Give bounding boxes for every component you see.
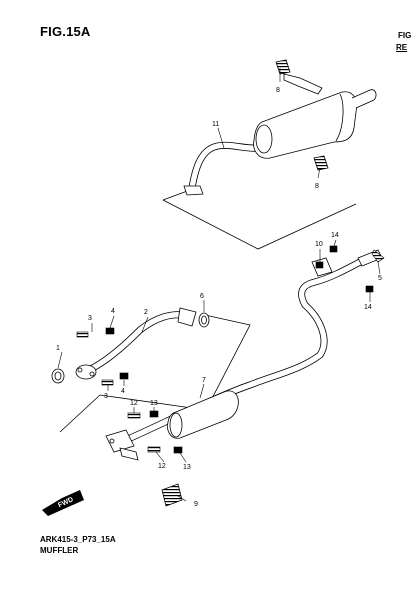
main-exhaust-assembly — [51, 249, 383, 507]
center-muffler-body — [167, 390, 239, 439]
adjacent-reference-label: RE — [396, 43, 408, 52]
bolt-12-lower — [147, 446, 161, 453]
bolt-3-upper — [76, 331, 89, 338]
rear-muffler-assembly — [162, 59, 377, 250]
callout-13-lower: 13 — [183, 464, 191, 471]
forward-arrow-icon: FWD — [42, 490, 84, 516]
callout-11: 11 — [212, 121, 219, 128]
center-pipe-front-flange — [105, 429, 135, 453]
callout-10: 10 — [315, 241, 323, 248]
callout-numbers: 11 8 8 2 3 4 1 3 4 6 7 12 13 12 13 9 10 … — [56, 87, 382, 508]
callout-4-lower: 4 — [121, 388, 125, 395]
callout-6: 6 — [200, 293, 204, 300]
rubber-mount-upper — [275, 59, 291, 75]
adjacent-figure-label: FIG — [398, 31, 412, 40]
callout-12-lower: 12 — [158, 463, 166, 470]
tail-pipe-tip — [351, 89, 377, 109]
callout-14-lower: 14 — [364, 304, 372, 311]
callout-9: 9 — [194, 501, 198, 508]
callout-1: 1 — [56, 345, 60, 352]
bolt-12-upper — [127, 412, 141, 419]
callout-8-upper: 8 — [276, 87, 280, 94]
callout-3-upper: 3 — [88, 315, 92, 322]
callout-14-upper: 14 — [331, 232, 339, 239]
nut-14-lower — [365, 285, 374, 293]
tail-pipe-flange — [183, 185, 204, 196]
callout-3-lower: 3 — [104, 393, 108, 400]
nut-13-upper — [149, 410, 159, 418]
figure-title: FIG.15A — [40, 24, 91, 39]
bolt-3-lower — [101, 379, 114, 386]
diagram-caption: MUFFLER — [40, 546, 79, 555]
leader-lines — [57, 68, 381, 502]
tail-inlet-pipe — [188, 141, 263, 189]
diagram-code: ARK415-3_P73_15A — [40, 535, 116, 544]
nut-10 — [315, 261, 324, 269]
nut-4-upper — [105, 327, 115, 335]
callout-8-lower: 8 — [315, 183, 319, 190]
callout-4-upper: 4 — [111, 308, 115, 315]
nut-14-upper — [329, 245, 338, 253]
nut-4-lower — [119, 372, 129, 380]
callout-2: 2 — [144, 309, 148, 316]
callout-7: 7 — [202, 377, 206, 384]
front-pipe-outlet-flange — [177, 307, 197, 327]
nut-13-lower — [173, 446, 183, 454]
callout-5: 5 — [378, 275, 382, 282]
callout-12-upper: 12 — [130, 400, 138, 407]
rubber-hanger-9 — [161, 483, 183, 507]
assembly-plane-outline — [162, 199, 357, 250]
rubber-mount-lower — [313, 155, 329, 171]
callout-13-upper: 13 — [150, 400, 158, 407]
